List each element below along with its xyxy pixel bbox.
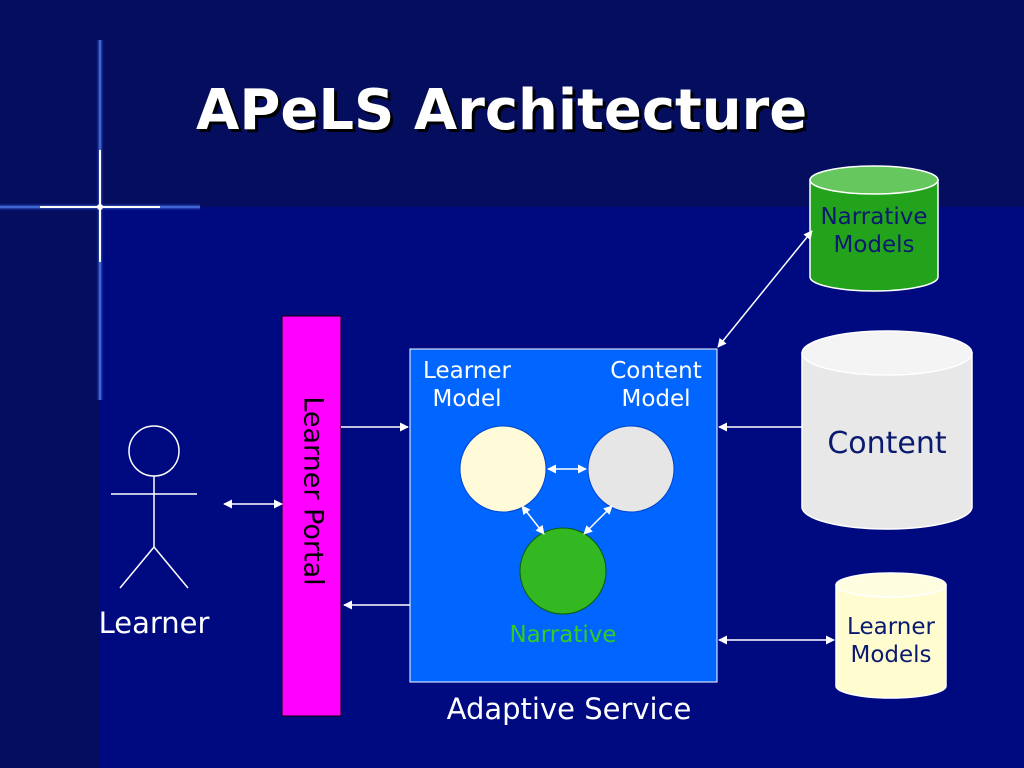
- arrow-learner-narrative: [521, 505, 545, 535]
- content-database: [801, 330, 973, 530]
- arrow-service-narrative-models: [717, 230, 813, 348]
- learner-label: Learner: [98, 606, 210, 640]
- adaptive-service-box: [409, 348, 718, 683]
- content-model-label: Content Model: [610, 358, 702, 412]
- page-title: APeLS Architecture: [196, 78, 808, 143]
- left-band: [0, 0, 100, 768]
- narrative-label: Narrative: [509, 622, 617, 648]
- learner-models-label: Learner Models: [847, 614, 935, 668]
- learner-model-label: Learner Model: [423, 358, 511, 412]
- adaptive-service-label: Adaptive Service: [446, 692, 692, 726]
- learner-model-node: [459, 425, 547, 513]
- narrative-models-label: Narrative Models: [820, 204, 928, 258]
- learner-actor-icon: [111, 425, 197, 589]
- learner-portal: [281, 315, 342, 717]
- learner-portal-label: Learner Portal: [298, 396, 329, 585]
- learner-models-database: [835, 572, 947, 699]
- narrative-models-database: [809, 165, 939, 292]
- content-label: Content: [827, 426, 947, 461]
- arrow-content-narrative: [583, 505, 613, 535]
- content-model-node: [587, 425, 675, 513]
- sparkle-icon: [0, 40, 200, 400]
- narrative-node: [519, 527, 607, 615]
